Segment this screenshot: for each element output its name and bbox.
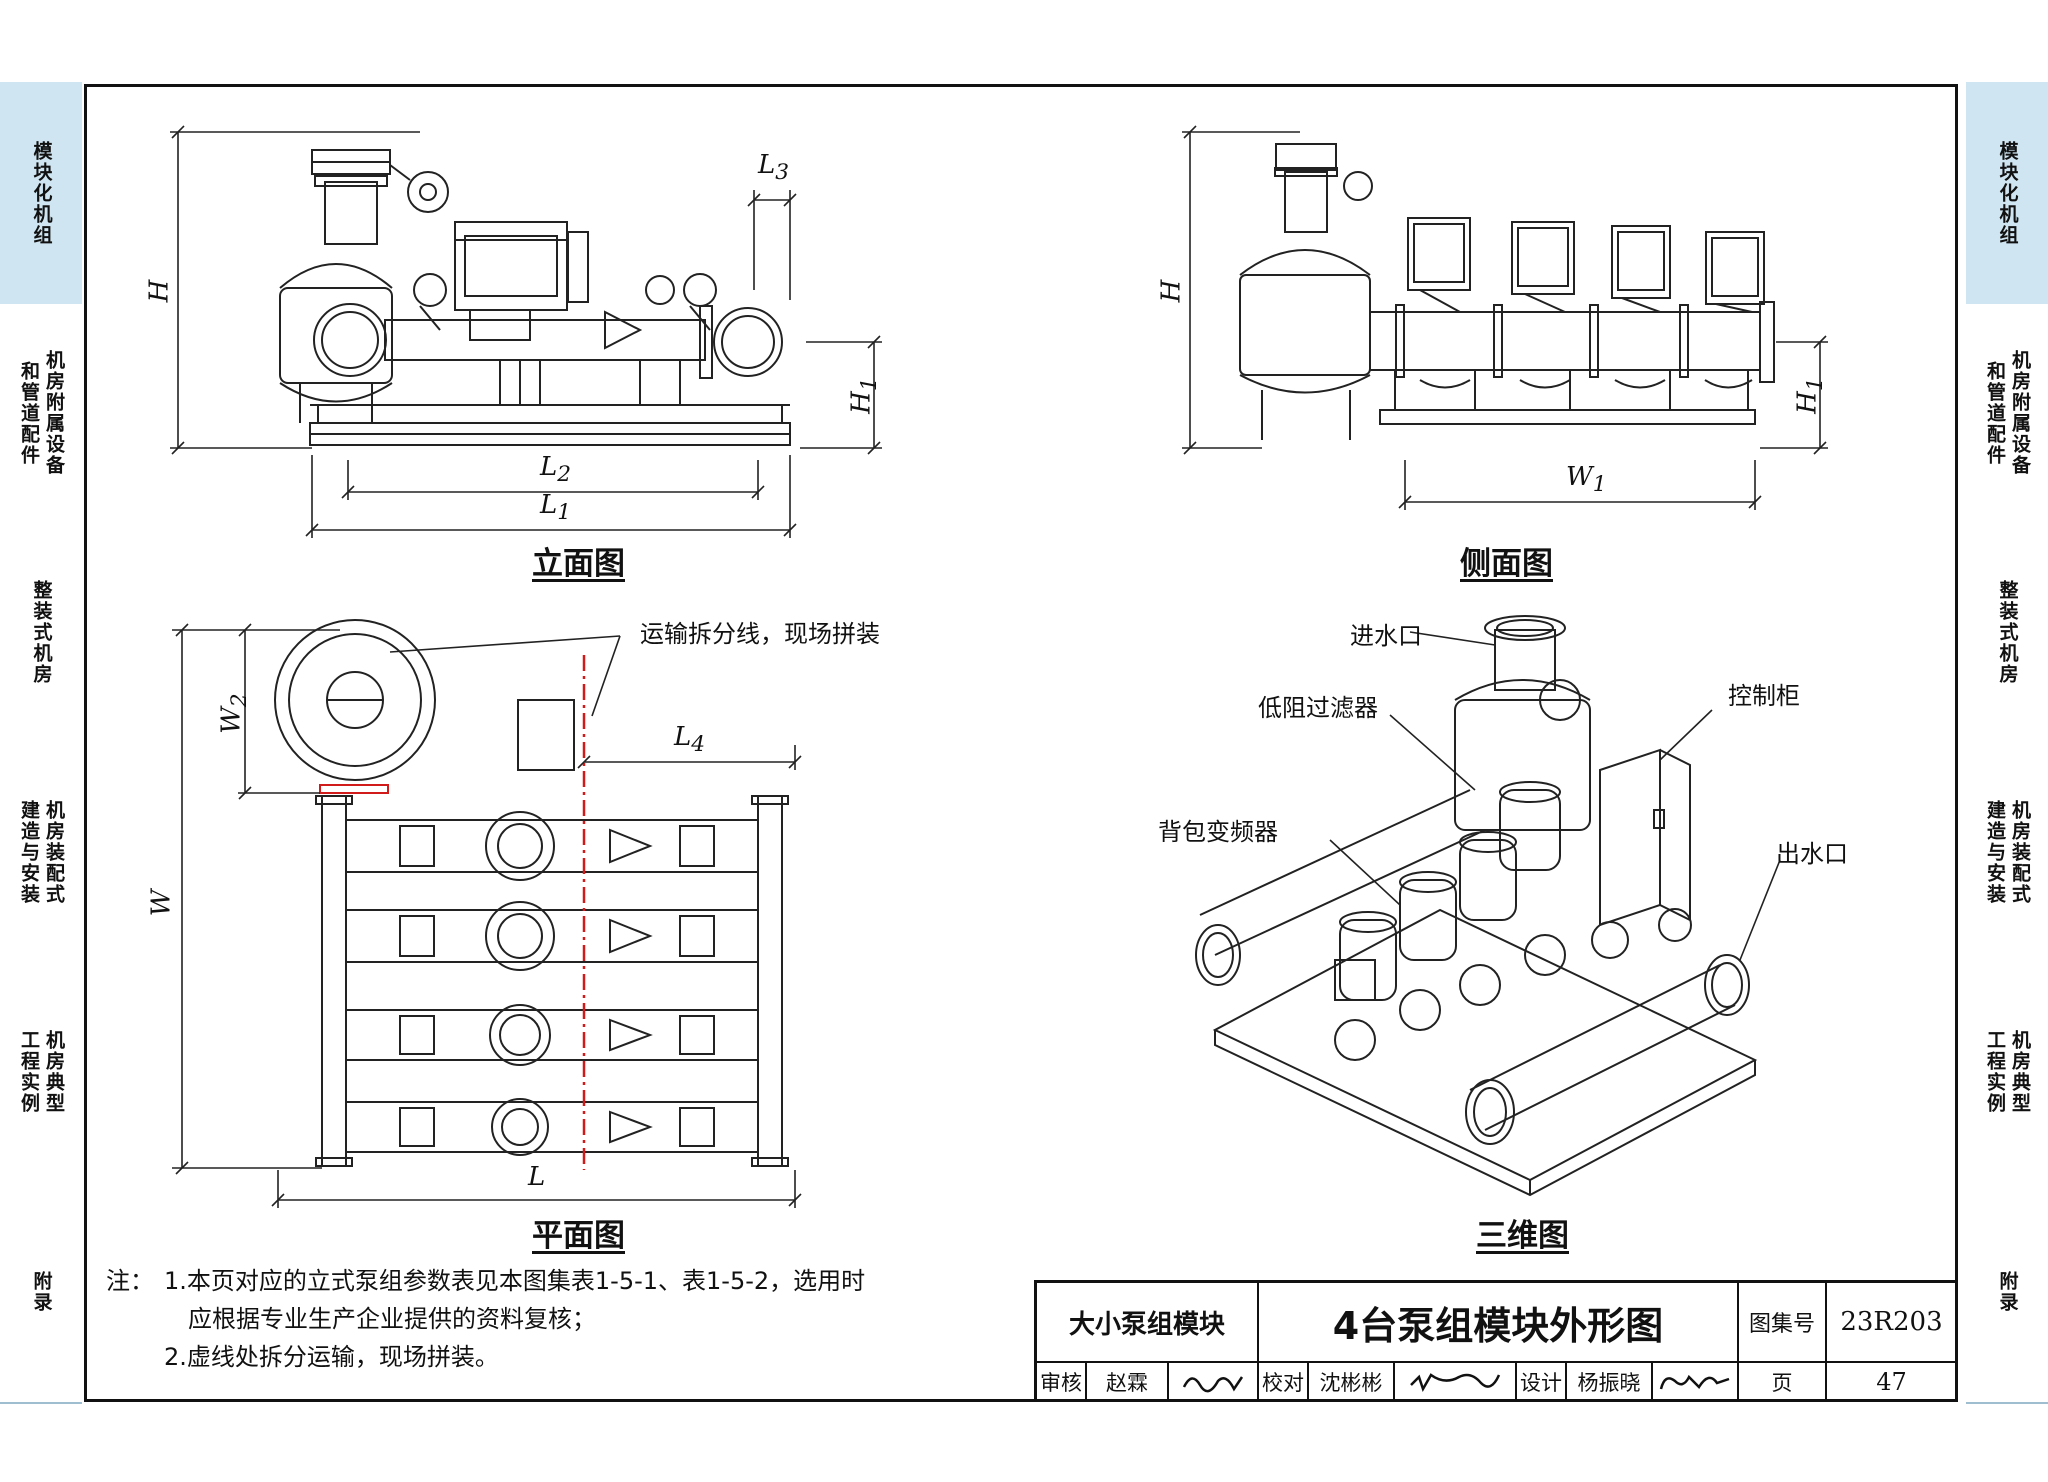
tab-modular-units[interactable]: 模块化机组 <box>0 82 82 306</box>
tab-label: 整装式机房 <box>30 579 53 685</box>
category-cell: 大小泵组模块 <box>1037 1283 1259 1363</box>
tab-prefab-construction[interactable]: 机房装配式建造与安装 <box>0 742 82 964</box>
tab-label: 建造与安装 <box>1984 799 2006 905</box>
iso-view-drawing <box>1193 615 1758 1197</box>
checker-name: 沈彬彬 <box>1309 1363 1395 1402</box>
reviewer-signature <box>1169 1363 1259 1402</box>
label-outlet: 出水口 <box>1776 840 1848 868</box>
design-label: 设计 <box>1517 1363 1567 1402</box>
plan-view-drawing <box>274 619 789 1167</box>
dim-H-side: H <box>1156 279 1187 303</box>
caption-elevation: 立面图 <box>532 546 625 582</box>
tab-appendix[interactable]: 附录 <box>0 1182 82 1404</box>
dim-L3: L3 <box>758 150 790 186</box>
tab-label: 工程实例 <box>1984 1030 2006 1114</box>
dim-H1-side: H1 <box>1792 377 1828 414</box>
dim-L4: L4 <box>674 722 706 758</box>
plan-dimensions <box>172 623 802 1208</box>
tab-label: 和管道配件 <box>18 360 40 466</box>
tab-label: 建造与安装 <box>18 799 40 905</box>
tab-label: 模块化机组 <box>30 140 53 246</box>
tab-label: 机房附属设备 <box>2009 350 2031 476</box>
dim-L: L <box>528 1162 546 1192</box>
designer-signature <box>1653 1363 1739 1402</box>
dim-H1: H1 <box>846 377 882 414</box>
tab-prefab-construction[interactable]: 机房装配式建造与安装 <box>1966 742 2048 964</box>
review-label: 审核 <box>1037 1363 1087 1402</box>
caption-plan: 平面图 <box>532 1218 625 1254</box>
tab-packaged-room[interactable]: 整装式机房 <box>1966 522 2048 744</box>
dim-W1: W1 <box>1566 462 1607 498</box>
label-vfd: 背包变频器 <box>1158 818 1278 846</box>
tab-label: 附录 <box>1996 1271 2019 1313</box>
label-filter: 低阻过滤器 <box>1258 694 1378 722</box>
note-1-line-2: 应根据专业生产企业提供的资料复核； <box>188 1305 596 1333</box>
tab-room-accessories[interactable]: 机房附属设备和管道配件 <box>1966 304 2048 524</box>
tab-case-studies[interactable]: 机房典型工程实例 <box>1966 962 2048 1184</box>
checker-signature <box>1395 1363 1517 1402</box>
tab-label: 整装式机房 <box>1996 579 2019 685</box>
notes-prefix: 注： <box>106 1267 154 1295</box>
page-label: 页 <box>1739 1363 1827 1402</box>
elevation-dimensions <box>170 125 882 538</box>
tab-case-studies[interactable]: 机房典型工程实例 <box>0 962 82 1184</box>
designer-name: 杨振晓 <box>1567 1363 1653 1402</box>
caption-iso: 三维图 <box>1476 1218 1569 1254</box>
tab-label: 模块化机组 <box>1996 140 2019 246</box>
note-2: 2.虚线处拆分运输，现场拼装。 <box>164 1343 499 1371</box>
note-1-line-1: 1.本页对应的立式泵组参数表见本图集表1-5-1、表1-5-2，选用时 <box>164 1267 866 1295</box>
tab-label: 工程实例 <box>18 1030 40 1114</box>
side-dimensions <box>1182 125 1828 510</box>
side-view-drawing <box>1239 143 1775 440</box>
reviewer-name: 赵霖 <box>1087 1363 1169 1402</box>
tab-modular-units[interactable]: 模块化机组 <box>1966 82 2048 306</box>
dim-L2: L2 <box>540 452 572 488</box>
label-inlet: 进水口 <box>1350 622 1422 650</box>
page-number: 47 <box>1827 1363 1958 1402</box>
tab-label: 机房装配式 <box>2009 799 2031 905</box>
drawing-frame <box>84 84 1958 1402</box>
tab-label: 机房附属设备 <box>43 350 65 476</box>
tab-appendix[interactable]: 附录 <box>1966 1182 2048 1404</box>
atlas-label: 图集号 <box>1739 1283 1827 1363</box>
label-cabinet: 控制柜 <box>1728 682 1800 710</box>
dim-L1: L1 <box>540 490 572 526</box>
atlas-number: 23R203 <box>1827 1283 1958 1363</box>
dim-H: H <box>144 279 175 303</box>
title-block: 大小泵组模块 4台泵组模块外形图 图集号 23R203 审核 赵霖 校对 沈彬彬… <box>1034 1280 1958 1402</box>
elevation-view-drawing <box>279 149 791 446</box>
iso-leaders <box>1329 631 1781 961</box>
tab-label: 机房典型 <box>43 1030 65 1114</box>
tab-label: 附录 <box>30 1271 53 1313</box>
check-label: 校对 <box>1259 1363 1309 1402</box>
drawing-title: 4台泵组模块外形图 <box>1259 1283 1739 1363</box>
caption-side: 侧面图 <box>1460 546 1553 582</box>
dim-W2: W2 <box>216 693 252 734</box>
tab-room-accessories[interactable]: 机房附属设备和管道配件 <box>0 304 82 524</box>
tab-label: 和管道配件 <box>1984 360 2006 466</box>
dim-W: W <box>146 889 177 917</box>
label-split-line: 运输拆分线，现场拼装 <box>640 620 880 648</box>
tab-label: 机房典型 <box>2009 1030 2031 1114</box>
tab-packaged-room[interactable]: 整装式机房 <box>0 522 82 744</box>
tab-label: 机房装配式 <box>43 799 65 905</box>
